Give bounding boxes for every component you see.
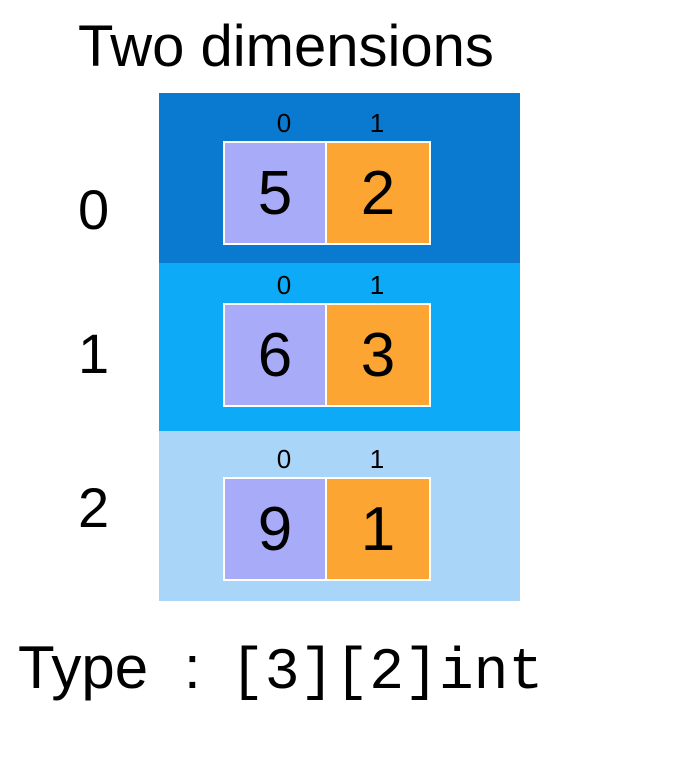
row-index-0: 0: [78, 178, 110, 241]
array-row: 0 1 9 1: [159, 431, 520, 601]
array-cell: 5: [225, 143, 328, 243]
column-index-1: 1: [369, 270, 385, 300]
row-index-1: 1: [78, 322, 110, 385]
array-cell: 6: [225, 305, 328, 405]
array-row: 0 1 6 3: [159, 263, 520, 431]
array-cell: 2: [327, 143, 429, 243]
type-label: Type: [18, 634, 149, 701]
array-cell: 9: [225, 479, 328, 579]
inner-array: 5 2: [223, 141, 431, 245]
array-row: 0 1 5 2: [159, 93, 520, 263]
array-cell: 1: [327, 479, 429, 579]
row-index-2: 2: [78, 476, 110, 539]
column-index-0: 0: [276, 108, 292, 138]
type-value: [3][2]int: [230, 641, 544, 706]
column-index-0: 0: [276, 270, 292, 300]
outer-array: 0 1 5 2 0 1 6 3 0 1 9 1: [159, 93, 520, 601]
inner-array: 6 3: [223, 303, 431, 407]
column-index-0: 0: [276, 444, 292, 474]
inner-array: 9 1: [223, 477, 431, 581]
column-index-1: 1: [369, 108, 385, 138]
diagram-title: Two dimensions: [78, 14, 494, 79]
column-index-1: 1: [369, 444, 385, 474]
type-separator: :: [184, 634, 201, 701]
array-cell: 3: [327, 305, 429, 405]
